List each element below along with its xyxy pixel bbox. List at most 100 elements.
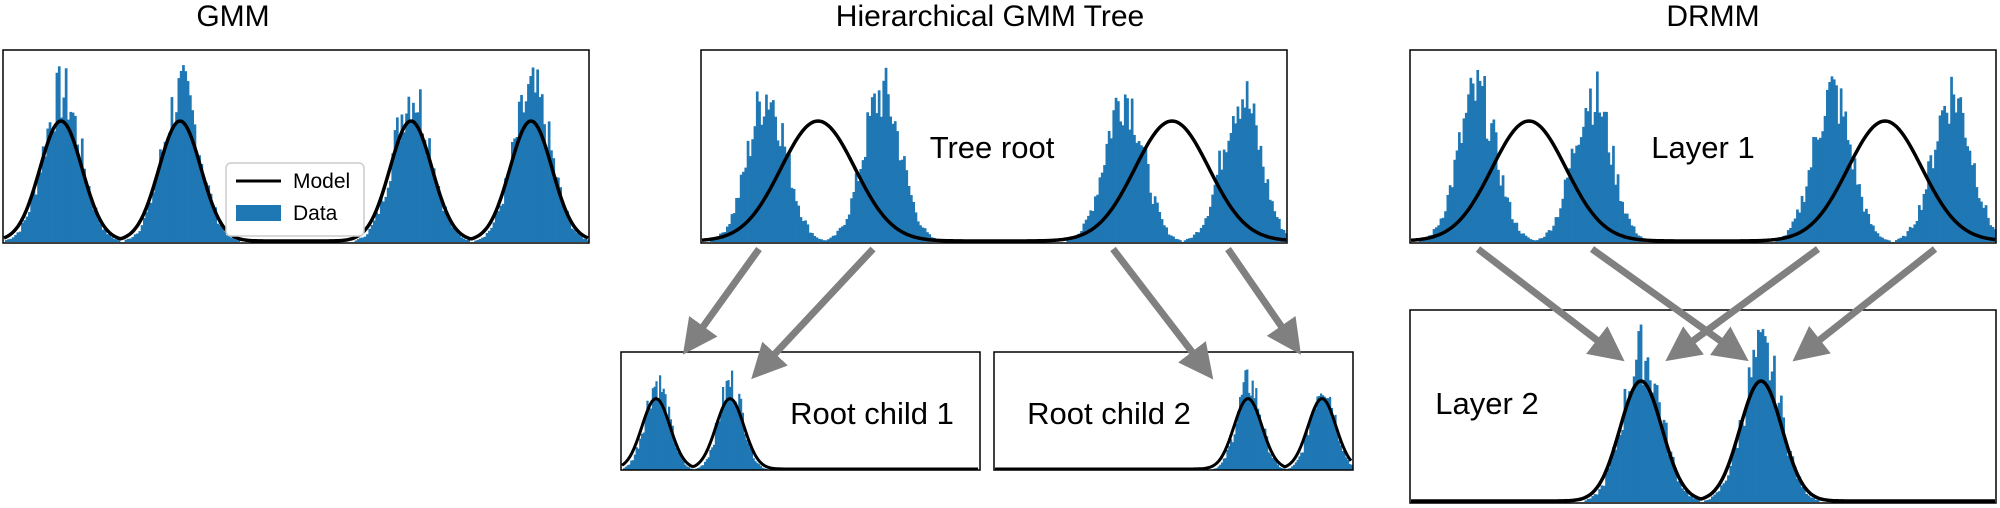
histogram-bar bbox=[460, 237, 464, 242]
histogram-bar bbox=[563, 209, 567, 242]
histogram-bar bbox=[1759, 332, 1762, 502]
histogram-bar bbox=[910, 195, 913, 242]
histogram-bar bbox=[1770, 371, 1774, 502]
histogram-bar bbox=[1989, 225, 1992, 242]
histogram-bar bbox=[212, 209, 215, 242]
histogram-bar bbox=[905, 170, 909, 242]
histogram-bar bbox=[1123, 94, 1127, 242]
histogram-bar bbox=[1786, 455, 1790, 502]
histogram-bar bbox=[561, 201, 565, 242]
histogram-bar bbox=[1593, 112, 1597, 242]
histogram-bar bbox=[1768, 380, 1772, 502]
histogram-bar bbox=[730, 214, 734, 242]
histogram-bar bbox=[1941, 110, 1944, 242]
histogram-bar bbox=[1183, 240, 1187, 242]
histogram-bar bbox=[1543, 236, 1546, 242]
histogram-bar bbox=[379, 197, 383, 242]
histogram-bar bbox=[209, 193, 213, 242]
histogram-bar bbox=[1309, 421, 1312, 470]
histogram-bar bbox=[1151, 204, 1155, 242]
histogram-bar bbox=[1332, 420, 1335, 470]
histogram-bar bbox=[1218, 150, 1221, 242]
histogram-bar bbox=[83, 168, 86, 242]
histogram-bar bbox=[1752, 349, 1756, 502]
histogram-bar bbox=[751, 139, 754, 242]
histogram-bar bbox=[74, 115, 77, 242]
histogram-bar bbox=[1311, 414, 1314, 470]
histogram-bar bbox=[1243, 107, 1247, 242]
histogram-bar bbox=[1490, 123, 1493, 242]
arrow-root-to-child2-b bbox=[1225, 247, 1301, 355]
histogram-bar bbox=[750, 446, 753, 470]
histogram-bar bbox=[377, 214, 381, 242]
histogram-bar bbox=[836, 230, 840, 242]
histogram-bar bbox=[458, 234, 461, 242]
histogram-bar bbox=[504, 178, 507, 242]
histogram-bar bbox=[488, 230, 491, 242]
histogram-bar bbox=[1929, 155, 1933, 242]
histogram-bar bbox=[1298, 456, 1301, 470]
histogram-bar bbox=[660, 392, 663, 470]
histogram-bar bbox=[1302, 452, 1305, 470]
histogram-bar bbox=[1258, 414, 1261, 470]
histogram-bar bbox=[1796, 478, 1799, 502]
root-child-1-panel: Root child 1 bbox=[620, 351, 981, 471]
histogram-bar bbox=[1211, 194, 1214, 242]
histogram-bar bbox=[170, 97, 174, 242]
histogram-bar bbox=[1323, 396, 1326, 470]
histogram-bar bbox=[16, 232, 20, 242]
histogram-bar bbox=[1471, 83, 1475, 242]
histogram-bar bbox=[1775, 413, 1779, 502]
histogram-bar bbox=[744, 167, 748, 242]
histogram-bar bbox=[1347, 460, 1350, 470]
histogram-bar bbox=[1146, 164, 1150, 242]
histogram-bar bbox=[1605, 111, 1608, 243]
histogram-bar bbox=[1632, 376, 1636, 502]
histogram-bar bbox=[1107, 131, 1111, 242]
histogram-bar bbox=[1188, 238, 1191, 242]
histogram-bar bbox=[893, 121, 897, 242]
histogram-bar bbox=[1219, 464, 1222, 470]
histogram-bar bbox=[467, 239, 470, 242]
histogram-bar bbox=[1330, 407, 1333, 470]
histogram-bar bbox=[887, 94, 890, 242]
histogram-bar bbox=[1798, 212, 1802, 242]
histogram-bar bbox=[1251, 380, 1254, 470]
histogram-bar bbox=[738, 393, 741, 470]
root-child-2-label: Root child 2 bbox=[1027, 396, 1191, 431]
histogram-bar bbox=[1278, 467, 1281, 470]
histogram-bar bbox=[446, 216, 450, 242]
histogram-bar bbox=[1506, 197, 1509, 242]
histogram-bar bbox=[1103, 165, 1106, 242]
gmm-model-curve bbox=[3, 119, 589, 243]
histogram-bar bbox=[1780, 395, 1783, 502]
histogram-bar bbox=[1977, 198, 1981, 242]
histogram-bar bbox=[1327, 398, 1330, 470]
histogram-bar bbox=[1816, 139, 1820, 242]
histogram-bar bbox=[838, 227, 842, 242]
histogram-bar bbox=[1621, 429, 1624, 502]
histogram-bar bbox=[731, 370, 734, 470]
histogram-bar bbox=[494, 213, 498, 242]
histogram-bar bbox=[536, 69, 539, 242]
histogram-bar bbox=[133, 234, 137, 242]
histogram-bar bbox=[1959, 97, 1963, 242]
histogram-bar bbox=[1694, 498, 1698, 502]
histogram-bar bbox=[1582, 126, 1585, 242]
histogram-bar bbox=[758, 101, 761, 242]
histogram-bar bbox=[511, 142, 514, 242]
histogram-bar bbox=[90, 199, 93, 242]
histogram-bar bbox=[152, 192, 155, 242]
histogram-bar bbox=[1589, 88, 1592, 242]
histogram-bar bbox=[1878, 236, 1882, 242]
histogram-bar bbox=[1238, 118, 1242, 242]
histogram-bar bbox=[9, 238, 13, 242]
histogram-bar bbox=[1584, 500, 1588, 502]
histogram-bar bbox=[1142, 146, 1145, 242]
histogram-bar bbox=[834, 235, 837, 242]
histogram-bar bbox=[754, 461, 757, 470]
histogram-bar bbox=[154, 181, 158, 242]
histogram-bar bbox=[778, 146, 782, 242]
histogram-bar bbox=[788, 153, 791, 242]
histogram-bar bbox=[1135, 142, 1139, 242]
